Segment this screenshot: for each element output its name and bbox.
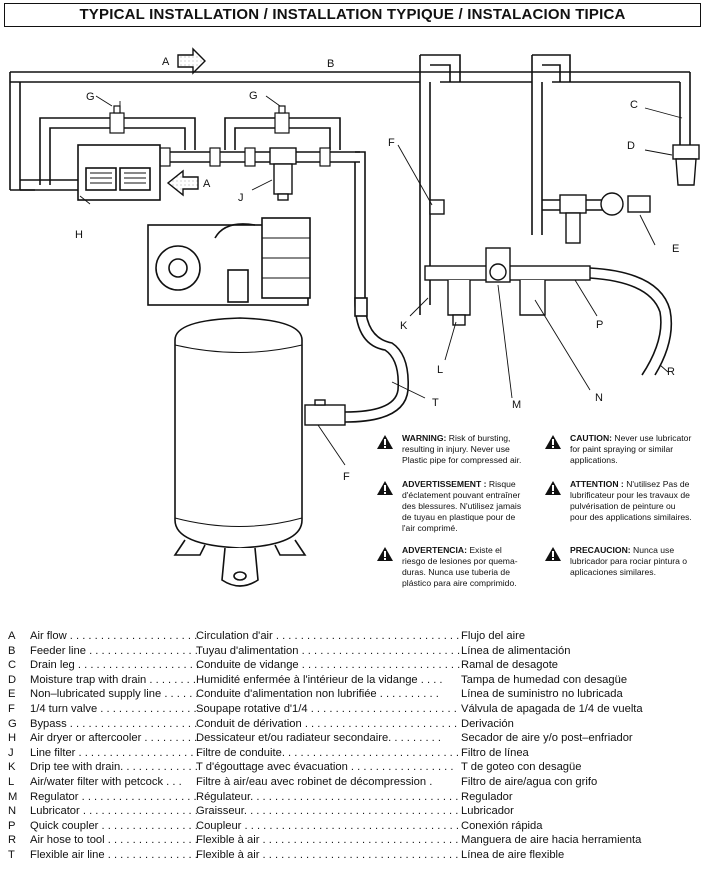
non-lubricated-line xyxy=(559,192,651,244)
caution-text: N'utilisez Pas de lubrificateur pour les… xyxy=(570,479,692,522)
flexible-air-line xyxy=(344,297,409,423)
label-d: D xyxy=(627,140,635,152)
label-m: M xyxy=(512,399,521,411)
feeder-line xyxy=(9,71,691,191)
bypass-valves xyxy=(109,105,331,167)
page-title: TYPICAL INSTALLATION / INSTALLATION TYPI… xyxy=(4,3,701,27)
warning-fr: ADVERTISSEMENT : Risque d'éclatement pou… xyxy=(376,479,526,534)
label-k: K xyxy=(400,320,408,332)
valve-f-top xyxy=(429,199,445,215)
caution-fr: ATTENTION : N'utilisez Pas de lubrificat… xyxy=(544,479,694,523)
air-tank xyxy=(173,317,307,587)
label-n: N xyxy=(595,392,603,404)
caution-text: Never use lubricator for paint spraying … xyxy=(570,433,692,465)
tank-valve xyxy=(304,399,346,426)
warning-en: WARNING: Risk of bursting, resulting in … xyxy=(376,433,526,466)
label-f-top: F xyxy=(388,137,395,149)
label-e: E xyxy=(672,243,679,255)
label-r: R xyxy=(667,366,675,378)
compressor-unit xyxy=(147,217,311,306)
label-l: L xyxy=(437,364,443,376)
warning-head: WARNING: xyxy=(402,433,447,443)
label-a-mid: A xyxy=(203,178,211,190)
warning-icon xyxy=(545,435,561,449)
warning-es: ADVERTENCIA: Existe el riesgo de lesione… xyxy=(376,545,526,589)
frl-assembly xyxy=(424,247,591,326)
label-g-left: G xyxy=(86,91,95,103)
label-g-right: G xyxy=(249,90,258,102)
warning-icon xyxy=(377,547,393,561)
label-p: P xyxy=(596,319,603,331)
air-flow-arrows xyxy=(166,47,206,197)
caution-es: PRECAUCION: Nunca use lubricador para ro… xyxy=(544,545,694,578)
label-f-bottom: F xyxy=(343,471,350,483)
warning-head: ADVERTENCIA: xyxy=(402,545,467,555)
label-t: T xyxy=(432,397,439,409)
label-c: C xyxy=(630,99,638,111)
line-filter xyxy=(269,147,297,201)
caution-en: CAUTION: Never use lubricator for paint … xyxy=(544,433,694,466)
label-b: B xyxy=(327,58,334,70)
moisture-trap xyxy=(672,144,700,186)
label-a-top: A xyxy=(162,56,170,68)
warning-icon xyxy=(377,481,393,495)
caution-text: Nunca use lubricador para rociar pintura… xyxy=(570,545,688,577)
warning-text: Risk of bursting, resulting in injury. N… xyxy=(402,433,522,465)
caution-head: ATTENTION : xyxy=(570,479,624,489)
warning-icon xyxy=(545,547,561,561)
warning-text: Risque d'éclatement pouvant entraîner de… xyxy=(402,479,522,533)
warning-icon xyxy=(545,481,561,495)
air-hose xyxy=(589,267,673,376)
warning-head: ADVERTISSEMENT : xyxy=(402,479,487,489)
label-h: H xyxy=(75,229,83,241)
warning-icon xyxy=(377,435,393,449)
caution-head: CAUTION: xyxy=(570,433,613,443)
air-dryer xyxy=(77,144,161,201)
label-j: J xyxy=(238,192,244,204)
warning-text: Existe el riesgo de lesiones por quema-d… xyxy=(402,545,518,588)
caution-head: PRECAUCION: xyxy=(570,545,631,555)
diagram-labels: A B G G C D F A J H E K P L R N T M F xyxy=(75,56,679,483)
leader-lines xyxy=(79,95,683,466)
